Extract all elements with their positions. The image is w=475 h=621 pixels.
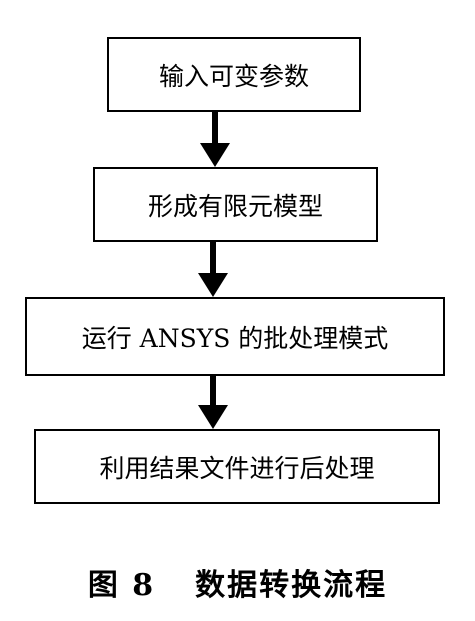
down-arrow-2 bbox=[198, 242, 228, 297]
arrow-shaft bbox=[212, 112, 218, 145]
flow-step-input-parameters: 输入可变参数 bbox=[107, 37, 361, 112]
arrow-shaft bbox=[210, 242, 216, 275]
flow-step-label: 利用结果文件进行后处理 bbox=[99, 453, 375, 483]
figure-title: 数据转换流程 bbox=[195, 568, 388, 603]
arrow-head bbox=[200, 143, 230, 167]
arrow-shaft bbox=[210, 376, 216, 407]
down-arrow-1 bbox=[200, 112, 230, 167]
figure-label: 图 8 bbox=[87, 568, 156, 603]
flow-step-build-fe-model: 形成有限元模型 bbox=[93, 167, 378, 242]
flow-step-postprocess-results: 利用结果文件进行后处理 bbox=[34, 429, 440, 504]
figure-caption: 图 8 数据转换流程 bbox=[0, 560, 475, 604]
flow-step-label: 形成有限元模型 bbox=[147, 191, 323, 221]
down-arrow-3 bbox=[198, 376, 228, 429]
arrow-head bbox=[198, 273, 228, 297]
flow-step-label: 输入可变参数 bbox=[158, 61, 309, 91]
arrow-head bbox=[198, 405, 228, 429]
flow-step-label: 运行 ANSYS 的批处理模式 bbox=[81, 323, 389, 353]
flow-step-run-ansys-batch: 运行 ANSYS 的批处理模式 bbox=[25, 297, 445, 376]
